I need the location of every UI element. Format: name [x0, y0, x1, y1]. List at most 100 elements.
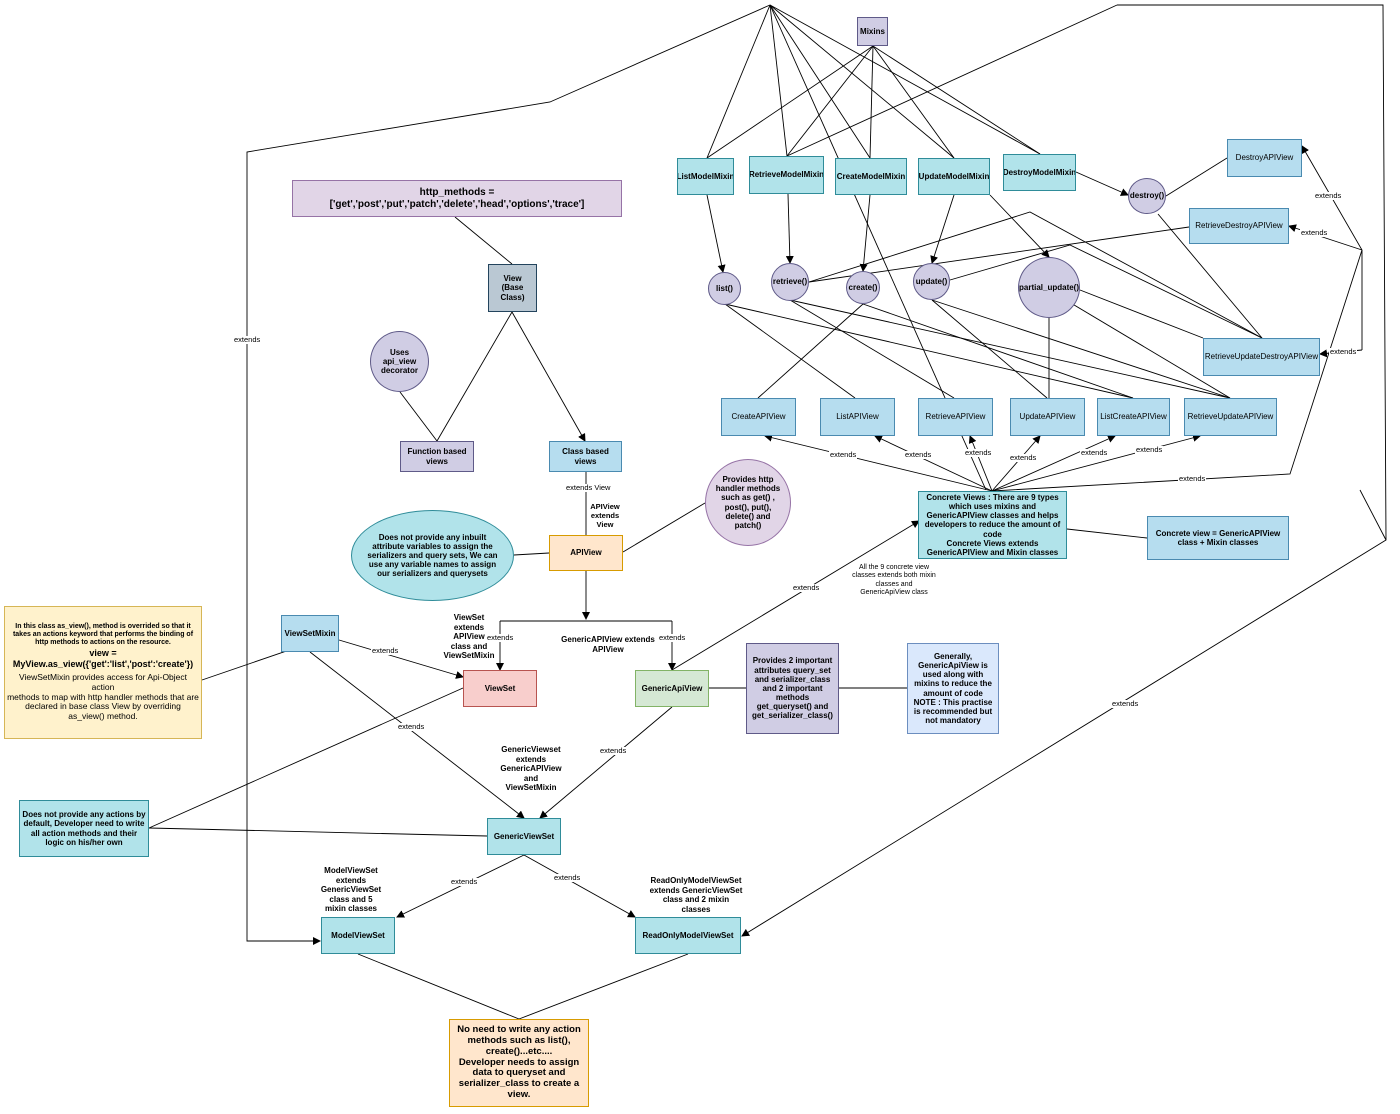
destroy-model-mixin-node: DestroyModelMixin [1003, 154, 1076, 191]
connector-line [724, 303, 1134, 399]
connector-line [518, 953, 689, 1020]
connector-line [786, 4, 1118, 157]
concrete-views-note: All the 9 concrete view classes extends … [852, 564, 936, 597]
connector-lines [148, 4, 1387, 1020]
partial-update-function-node: partial_update() [1018, 257, 1080, 318]
list-api-view-node: ListAPIView [820, 398, 895, 436]
readonly-model-viewset-node: ReadOnlyModelViewSet [635, 917, 741, 954]
class-based-views-node: Class based views [549, 441, 622, 472]
connector-line [949, 244, 1263, 339]
create-model-mixin-node: CreateModelMixin [835, 158, 907, 195]
generic-viewset-caption: GenericViewset extends GenericAPIView an… [500, 745, 562, 793]
connector-line [539, 706, 673, 819]
retrieve-update-destroy-api-view-node: RetrieveUpdateDestroyAPIView [1203, 338, 1320, 376]
connector-line [757, 303, 864, 399]
as-view-code-text: view = MyView.as_view({'get':'list','pos… [12, 648, 194, 669]
connector-line [724, 303, 856, 399]
connector-line [1165, 157, 1228, 197]
connector-line [148, 827, 488, 837]
connector-line [1359, 489, 1387, 541]
no-need-note-node: No need to write any action methods such… [449, 1019, 589, 1107]
connector-line [1048, 289, 1231, 399]
apiview-note-node: Does not provide any inbuilt attribute v… [351, 510, 514, 601]
connector-line [786, 45, 874, 157]
edge-label-apiview-extends-view: APIView extends View [590, 502, 620, 529]
generic-api-view-usage-note-node: Generally, GenericApiView is used along … [907, 643, 999, 734]
connector-line [872, 45, 1041, 155]
as-view-note-rest-text: ViewSetMixin provides access for Api-Obj… [7, 672, 199, 722]
edge-label-extends-readonly-viewset: extends [553, 873, 582, 883]
mixins-node: Mixins [857, 17, 888, 46]
connector-line [931, 299, 1048, 399]
connector-line [991, 435, 1116, 492]
edge-label-extends-generic: extends [658, 633, 687, 643]
connector-line [1066, 528, 1148, 539]
connector-line [789, 299, 1231, 399]
connector-line [874, 435, 993, 492]
edge-label-extends-model-viewset: extends [450, 877, 479, 887]
connector-line [671, 520, 920, 671]
connector-line [872, 45, 955, 159]
connector-line [869, 45, 874, 159]
connector-line [741, 4, 1387, 937]
concrete-view-formula-node: Concrete view = GenericAPIView class + M… [1147, 516, 1289, 560]
concrete-views-node: Concrete Views : There are 9 types which… [918, 491, 1067, 559]
connector-line [309, 651, 525, 819]
edge-label-extends-mixin-genericviewset: extends [397, 722, 426, 732]
edge-label-extends-mixin-viewset: extends [371, 646, 400, 656]
http-methods-node: http_methods = ['get','post','put','patc… [292, 180, 622, 217]
edge-label-extends-view: extends View [565, 483, 612, 493]
connector-line [769, 4, 1041, 155]
connector-line [399, 391, 438, 442]
edge-label-extends-genericapi-genericviewset: extends [599, 746, 628, 756]
edge-label-extends-list-create: extends [1080, 448, 1109, 458]
viewset-caption: ViewSet extends APIView class and ViewSe… [443, 613, 495, 661]
update-function-node: update() [913, 263, 950, 300]
connector-line [436, 311, 513, 442]
destroy-api-view-node: DestroyAPIView [1227, 139, 1302, 177]
connector-line [1157, 213, 1263, 339]
retrieve-api-view-node: RetrieveAPIView [918, 398, 993, 436]
update-model-mixin-node: UpdateModelMixin [918, 158, 990, 195]
retrieve-update-api-view-node: RetrieveUpdateAPIView [1184, 398, 1277, 436]
edge-label-extends-right: extends [1178, 474, 1207, 484]
connector-line [338, 639, 464, 679]
retrieve-model-mixin-node: RetrieveModelMixin [749, 156, 824, 194]
list-create-api-view-node: ListCreateAPIView [1097, 398, 1170, 436]
connector-line [454, 216, 513, 265]
generic-api-view-attributes-node: Provides 2 important attributes query_se… [746, 643, 839, 734]
connector-line [859, 194, 871, 272]
connector-line [991, 145, 1363, 492]
connector-line [1075, 171, 1129, 196]
edge-label-extends-viewset: extends [486, 633, 515, 643]
connector-line [968, 435, 993, 492]
edge-label-extends-retrieve-update-destroy: extends [1329, 347, 1358, 357]
edge-label-extends-retrieve-update: extends [1135, 445, 1164, 455]
connector-line [513, 552, 550, 556]
connector-line [246, 4, 771, 945]
http-handler-note-node: Provides http handler methods such as ge… [705, 459, 791, 546]
generic-api-view-caption: GenericAPIView extends APIView [561, 635, 655, 654]
connector-line [622, 502, 706, 553]
connector-line [991, 433, 1201, 492]
connector-line [148, 687, 464, 829]
edge-label-extends-destroy: extends [1314, 191, 1343, 201]
viewset-node: ViewSet [463, 670, 537, 707]
as-view-note-node: In this class as_view(), method is overr… [4, 606, 202, 739]
edge-label-extends-list: extends [904, 450, 933, 460]
edge-label-extends-retrieve-destroy: extends [1300, 228, 1329, 238]
create-function-node: create() [846, 271, 880, 304]
connector-line [808, 211, 1263, 339]
edge-label-extends-concrete: extends [792, 583, 821, 593]
no-actions-note-node: Does not provide any actions by default,… [19, 800, 149, 857]
connector-line [931, 299, 1231, 399]
connector-line [706, 45, 874, 159]
view-base-class-node: View (Base Class) [488, 264, 537, 312]
destroy-function-node: destroy() [1128, 178, 1166, 214]
edge-label-extends-create: extends [829, 450, 858, 460]
viewset-mixin-node: ViewSetMixin [281, 615, 339, 652]
connector-line [930, 194, 955, 264]
model-viewset-caption: ModelViewSet extends GenericViewSet clas… [320, 866, 382, 914]
edge-label-extends-update: extends [1009, 453, 1038, 463]
